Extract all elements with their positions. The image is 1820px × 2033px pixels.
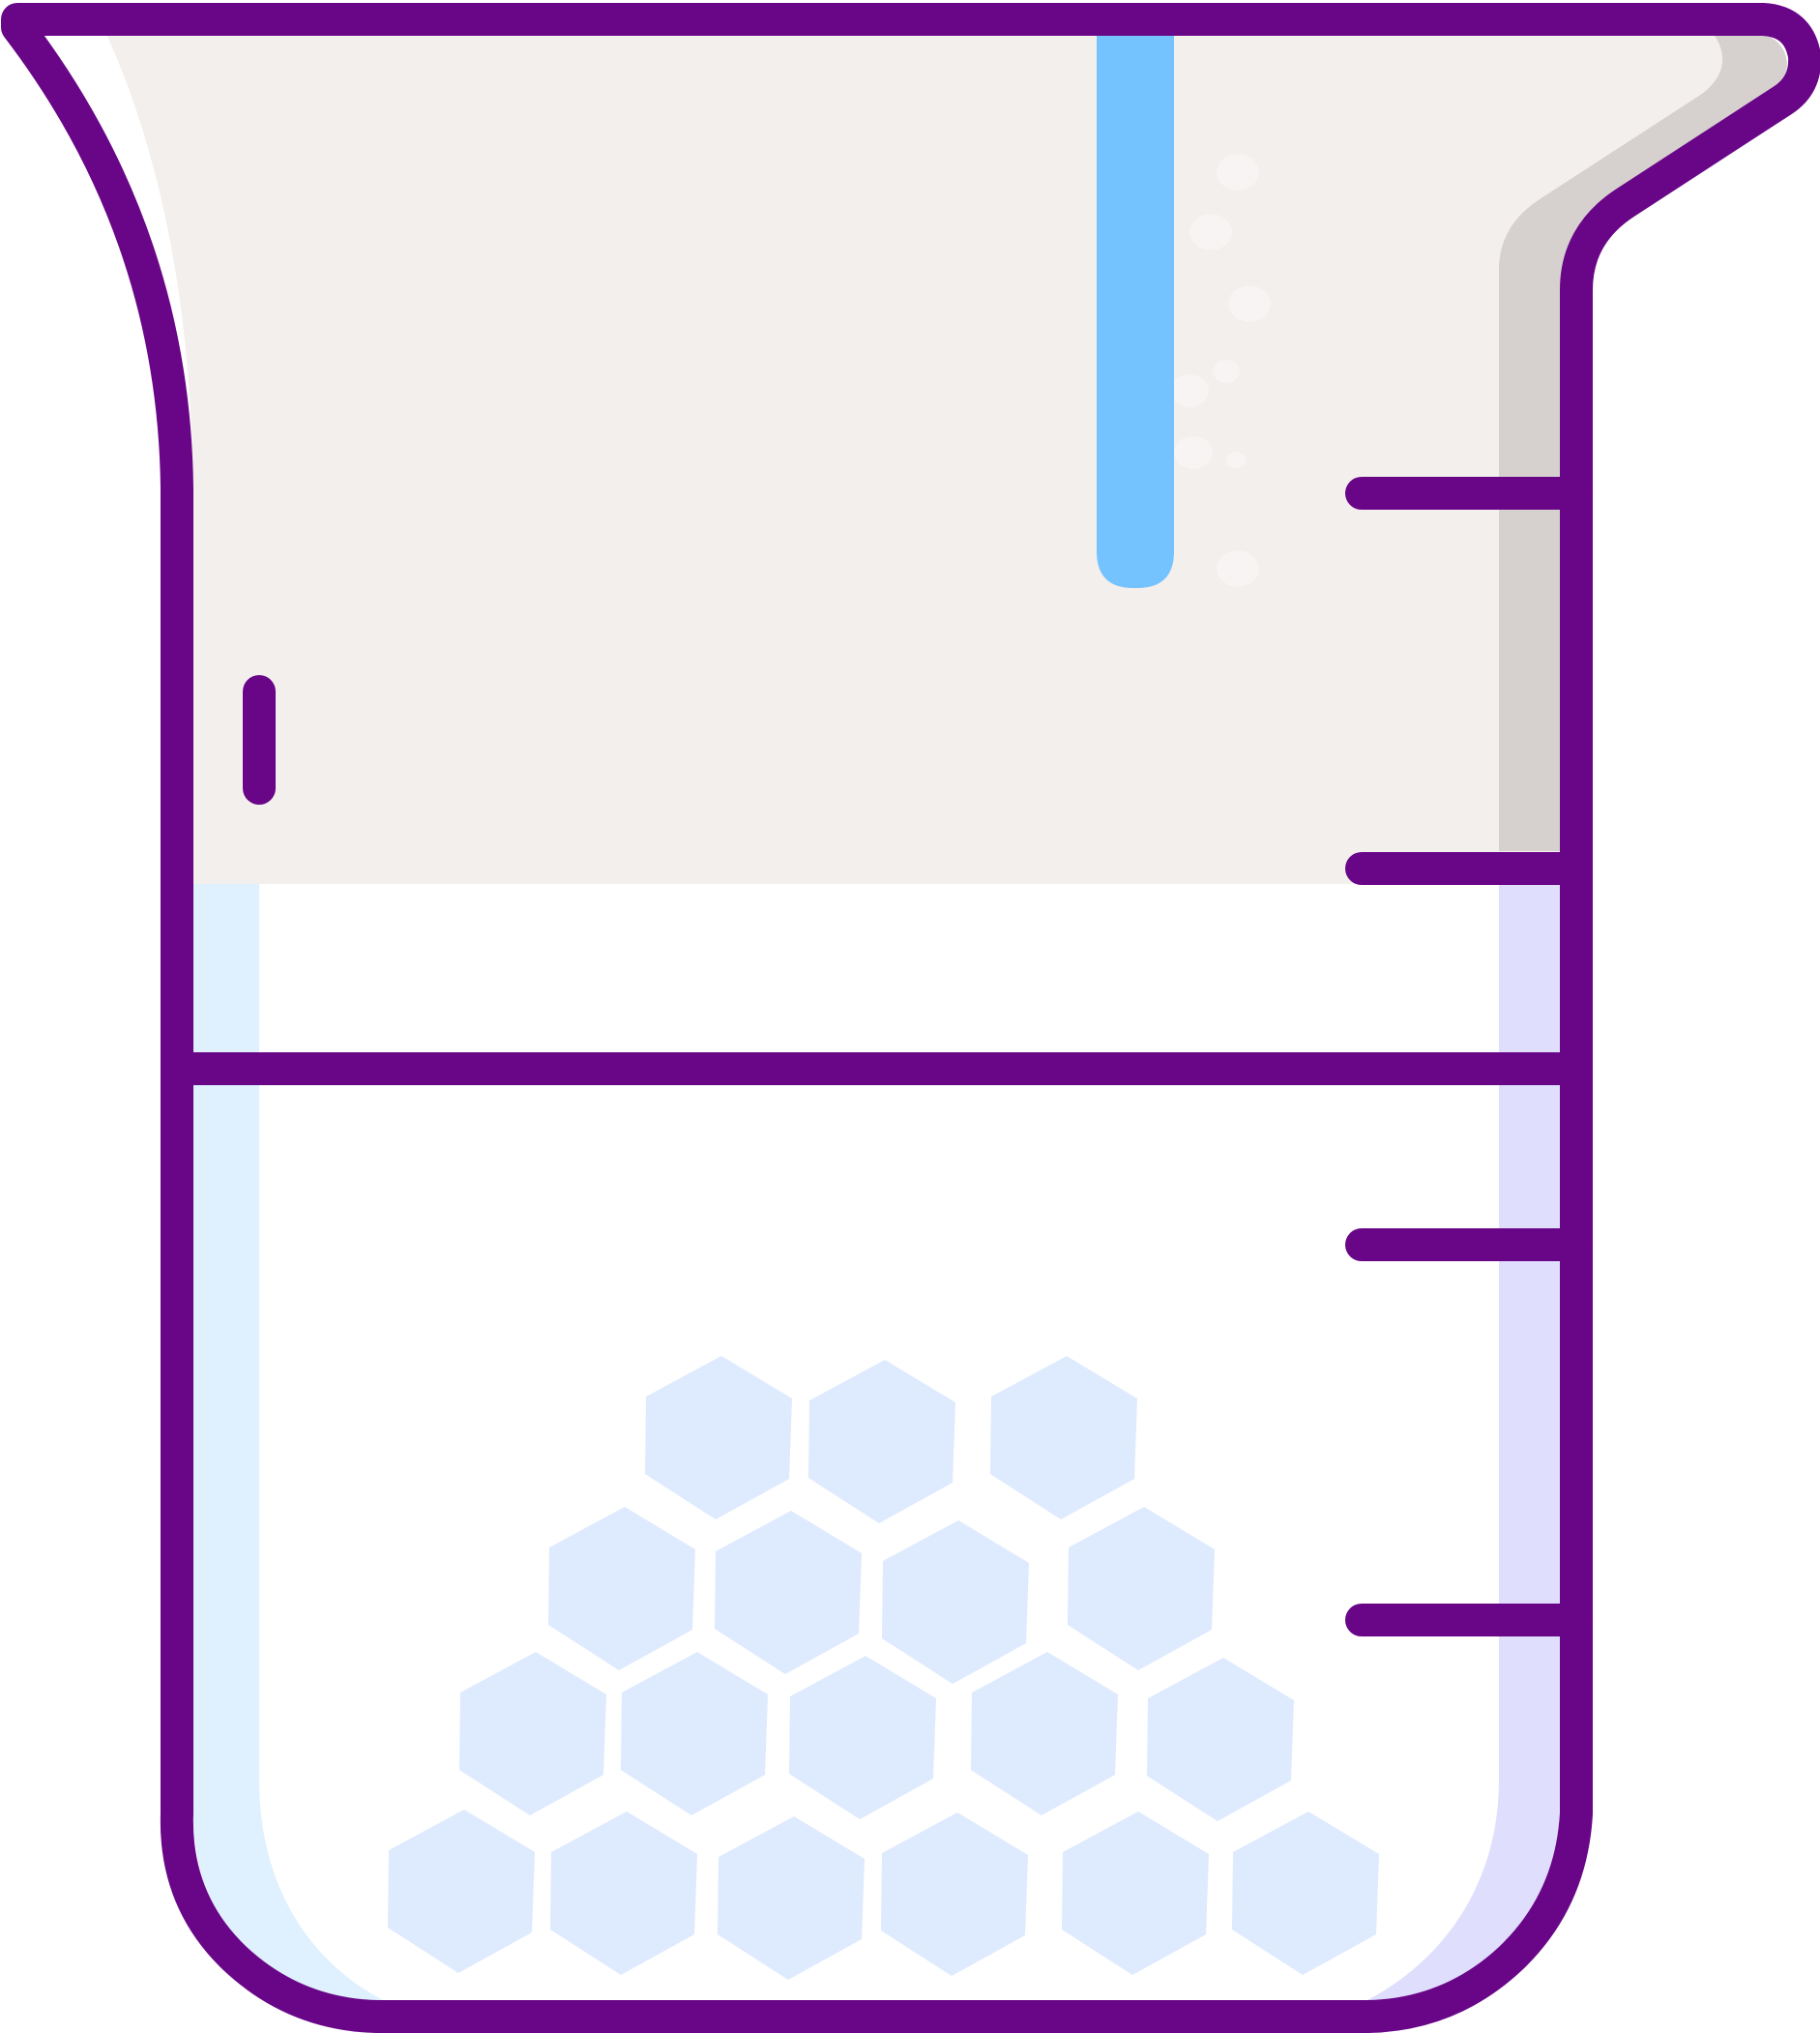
crystal-icon [1147, 1658, 1294, 1821]
crystal-icon [971, 1652, 1118, 1815]
measurement-marks [1345, 477, 1591, 1636]
crystal-icon [550, 1812, 697, 1975]
liquid [106, 34, 1787, 884]
liquid-top-fill [106, 34, 1787, 884]
beaker-outline [1, 3, 1820, 2033]
crystal-icon [1232, 1812, 1379, 1975]
crystal-icon [388, 1810, 535, 1973]
bubble-icon [1217, 550, 1259, 587]
glass-tint-right [1364, 884, 1563, 2018]
glass-tints [193, 884, 1563, 2018]
bubble-icon [1174, 436, 1213, 469]
crystal-icon [459, 1652, 606, 1815]
crystal-icon [548, 1507, 695, 1670]
bubble-icon [1226, 452, 1246, 469]
crystal-icon [1062, 1812, 1209, 1975]
crystal-icon [881, 1812, 1028, 1976]
crystal-icon [789, 1656, 936, 1819]
bubble-icon [1213, 360, 1240, 383]
stirring-rod-icon [1097, 33, 1174, 588]
bubble-icon [1170, 374, 1209, 407]
bubble-icon [1228, 285, 1271, 322]
crystal-icon [882, 1520, 1029, 1684]
beaker-icon [1, 3, 1820, 2033]
bubble-icon [1189, 214, 1232, 250]
crystals [388, 1356, 1379, 1980]
crystal-icon [990, 1356, 1137, 1519]
crystal-icon [1068, 1507, 1215, 1670]
glass-tint-left [193, 884, 387, 2018]
crystal-icon [808, 1360, 955, 1523]
crystal-icon [715, 1511, 862, 1674]
bubbles [1170, 154, 1271, 587]
crystal-icon [645, 1356, 792, 1519]
bubble-icon [1217, 154, 1259, 191]
crystal-icon [621, 1652, 768, 1815]
crystal-icon [718, 1816, 865, 1980]
